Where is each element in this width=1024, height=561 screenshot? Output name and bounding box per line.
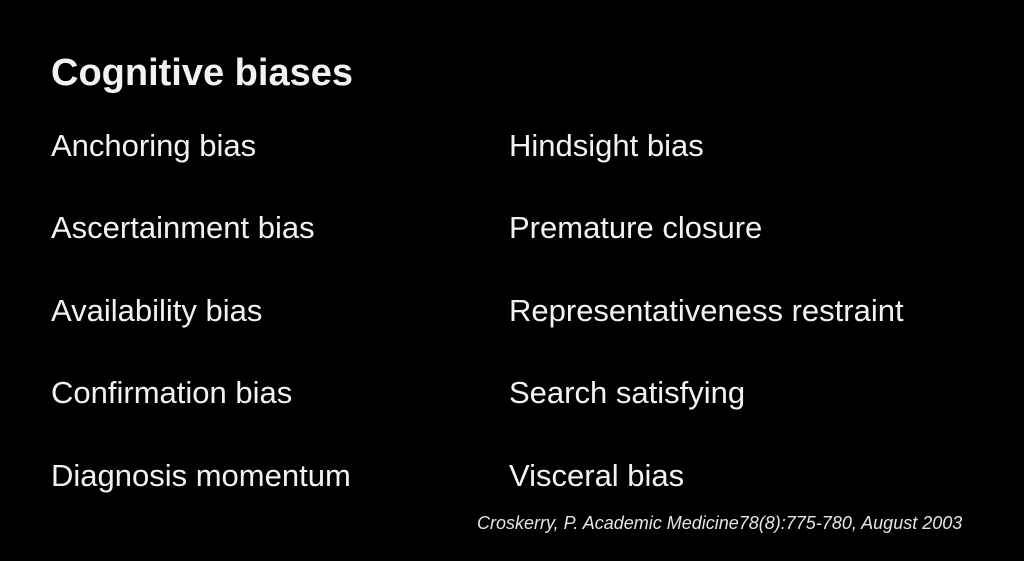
bias-item: Diagnosis momentum <box>51 457 351 493</box>
bias-item: Anchoring bias <box>51 128 257 163</box>
right-bias-list: Hindsight bias Premature closure Represe… <box>509 126 904 538</box>
bias-item: Representativeness restraint <box>509 292 904 328</box>
bias-item: Visceral bias <box>509 457 685 493</box>
left-bias-list: Anchoring bias Ascertainment bias Availa… <box>51 126 351 538</box>
bias-item: Premature closure <box>509 210 763 246</box>
bias-item: Ascertainment bias <box>51 210 315 246</box>
bias-item: Search satisfying <box>509 375 746 411</box>
citation: Croskerry, P. Academic Medicine78(8):775… <box>477 513 963 533</box>
bias-item: Hindsight bias <box>509 128 704 163</box>
bias-item: Availability bias <box>51 292 263 328</box>
bias-item: Confirmation bias <box>51 375 293 411</box>
slide-title: Cognitive biases <box>51 52 353 94</box>
